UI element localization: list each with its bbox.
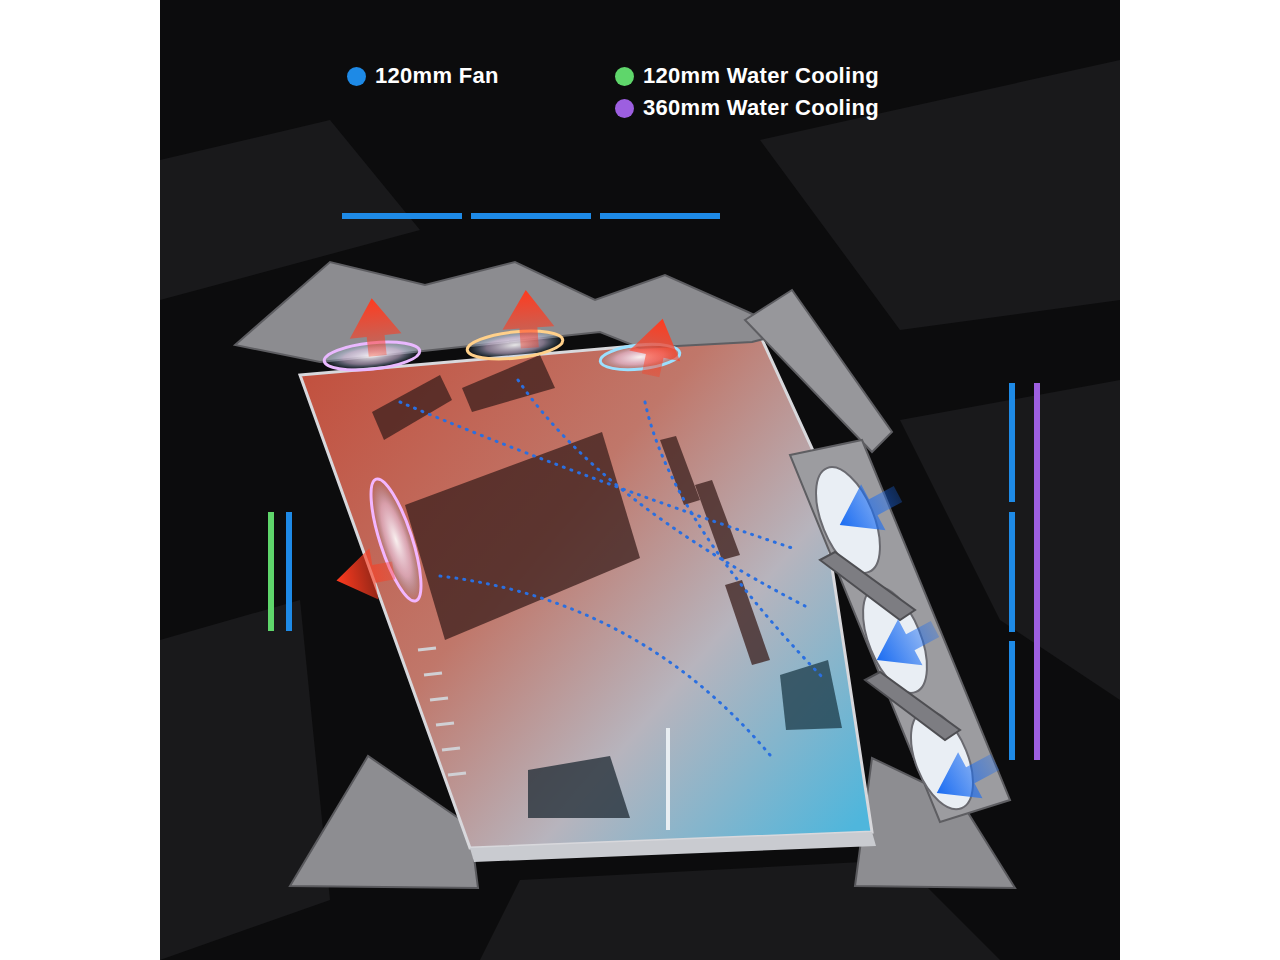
background-shapes xyxy=(160,60,1120,960)
slat xyxy=(820,552,915,620)
exhaust-arrow xyxy=(625,313,688,381)
fan-bar xyxy=(1009,383,1015,502)
case-body xyxy=(300,335,872,848)
water-cooling-bar xyxy=(268,512,274,631)
cutout xyxy=(405,432,640,640)
fan-bar xyxy=(286,512,292,631)
airflow-line xyxy=(645,402,825,680)
cutout xyxy=(528,756,630,818)
legend-text: 360mm Water Cooling xyxy=(643,95,879,121)
exhaust-arrows xyxy=(332,288,688,606)
airflow-line xyxy=(440,576,770,755)
front-panel xyxy=(790,440,1010,822)
fan-bar xyxy=(1009,641,1015,760)
legend-swatch xyxy=(347,67,366,86)
fans xyxy=(323,327,681,606)
top-panel xyxy=(235,262,790,362)
slot xyxy=(424,673,442,675)
exhaust-arrow xyxy=(346,295,404,358)
water-cooling-bar xyxy=(1034,383,1040,760)
slot xyxy=(436,723,454,725)
pci-slots xyxy=(418,648,466,775)
background-shape xyxy=(760,60,1120,330)
case-foot xyxy=(290,756,478,888)
fan-bar xyxy=(342,213,462,219)
cutout xyxy=(462,355,555,412)
slat xyxy=(865,672,960,740)
exhaust-arrow xyxy=(332,545,398,606)
front-slats xyxy=(820,552,960,740)
fan-bar xyxy=(1009,512,1015,632)
background-shape xyxy=(160,600,330,960)
intake-arrow xyxy=(828,471,911,548)
airflow-line xyxy=(400,402,792,548)
legend-entry: 120mm Water Cooling xyxy=(615,63,879,89)
background xyxy=(160,0,1120,960)
slot xyxy=(442,748,460,750)
intake-arrow xyxy=(925,739,1008,816)
airflow-lines xyxy=(400,380,825,755)
background-shape xyxy=(160,120,420,300)
slot xyxy=(430,698,448,700)
fan xyxy=(466,327,564,363)
divider xyxy=(666,728,670,830)
intake-arrows xyxy=(828,471,1008,816)
cutout xyxy=(372,375,452,440)
legend-text: 120mm Water Cooling xyxy=(643,63,879,89)
fan-bar xyxy=(600,213,720,219)
cutouts xyxy=(372,355,842,818)
legend-swatch xyxy=(615,99,634,118)
exhaust-arrow xyxy=(500,288,556,349)
cutout xyxy=(660,436,700,505)
case-base xyxy=(470,832,876,862)
cutout xyxy=(695,480,740,560)
top-wing xyxy=(745,290,892,452)
slot xyxy=(448,773,466,775)
fan-bar xyxy=(471,213,591,219)
cutout xyxy=(780,660,842,730)
slot xyxy=(418,648,436,650)
legend-entry: 360mm Water Cooling xyxy=(615,95,879,121)
legend-text: 120mm Fan xyxy=(375,63,499,89)
legend-entry: 120mm Fan xyxy=(347,63,499,89)
airflow-line xyxy=(518,380,805,606)
legend-swatch xyxy=(615,67,634,86)
intake-arrow xyxy=(865,606,948,683)
